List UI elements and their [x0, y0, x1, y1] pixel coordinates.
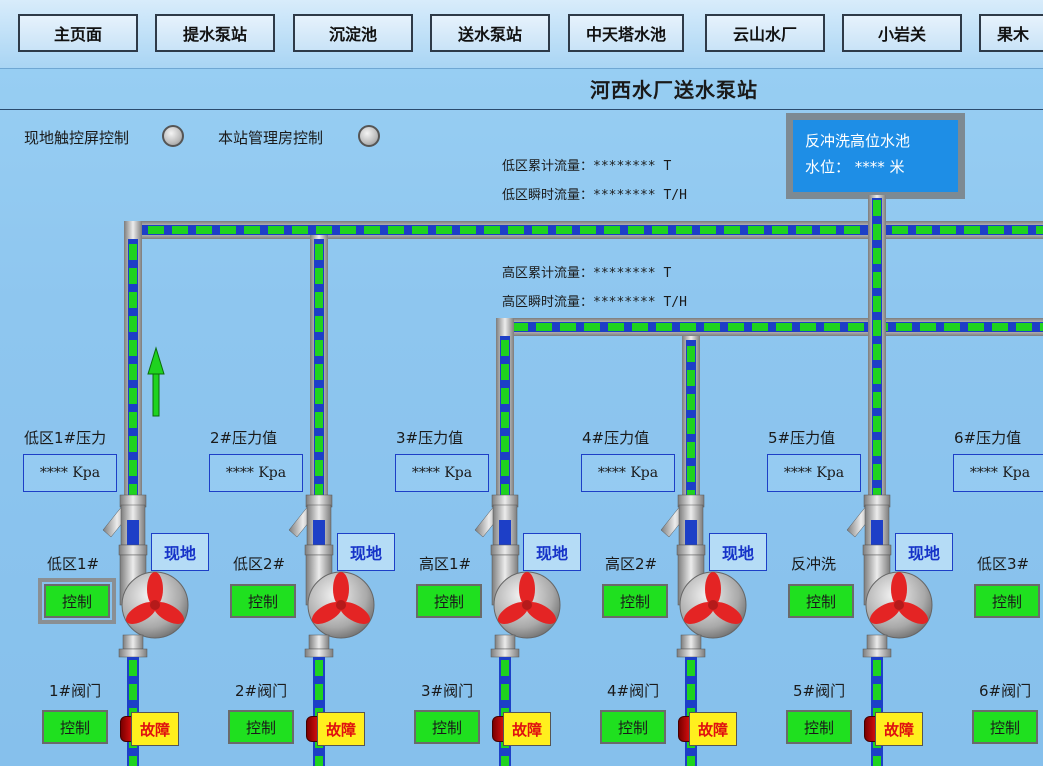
valve-control-button-3[interactable]: 控制	[414, 710, 480, 744]
low-zone-header-pipe	[124, 221, 1043, 239]
nav-yunshan-plant-button[interactable]: 云山水厂	[705, 14, 825, 52]
pressure-value-4: **** Kpa	[581, 454, 675, 492]
pressure-value-6: **** Kpa	[953, 454, 1043, 492]
high-zone-header-pipe	[496, 318, 1043, 336]
nav-xiaoyanguan-button[interactable]: 小岩关	[842, 14, 962, 52]
pump-name-4: 高区2#	[605, 555, 658, 573]
nav-zhongtian-tank-button[interactable]: 中天塔水池	[568, 14, 684, 52]
mgmt-room-indicator	[358, 125, 380, 147]
local-mode-badge-1: 现地	[151, 533, 209, 571]
valve-label-6: 6#阀门	[979, 682, 1032, 700]
pressure-label-6: 6#压力值	[954, 429, 1022, 447]
local-touch-indicator	[162, 125, 184, 147]
pump-name-1: 低区1#	[47, 555, 100, 573]
local-mode-badge-3: 现地	[523, 533, 581, 571]
fault-indicator-3: 故障	[503, 712, 551, 746]
nav-intake-pump-button[interactable]: 提水泵站	[155, 14, 275, 52]
local-mode-badge-5: 现地	[895, 533, 953, 571]
nav-delivery-pump-button[interactable]: 送水泵站	[430, 14, 550, 52]
pump-control-button-2[interactable]: 控制	[230, 584, 296, 618]
title-bar	[0, 68, 1043, 110]
page-title: 河西水厂送水泵站	[590, 78, 758, 102]
nav-bar: 主页面 提水泵站 沉淀池 送水泵站 中天塔水池 云山水厂 小岩关 果木	[0, 0, 1043, 69]
pump-control-button-1[interactable]: 控制	[38, 578, 116, 624]
fault-indicator-1: 故障	[131, 712, 179, 746]
valve-control-button-4[interactable]: 控制	[600, 710, 666, 744]
pump-control-button-6[interactable]: 控制	[974, 584, 1040, 618]
mgmt-room-label: 本站管理房控制	[218, 129, 324, 147]
pressure-value-1: **** Kpa	[23, 454, 117, 492]
pressure-label-1: 低区1#压力	[24, 429, 107, 447]
pressure-label-5: 5#压力值	[768, 429, 836, 447]
valve-label-2: 2#阀门	[235, 682, 288, 700]
pressure-value-2: **** Kpa	[209, 454, 303, 492]
pressure-label-2: 2#压力值	[210, 429, 278, 447]
flow-direction-arrow	[147, 346, 165, 417]
tank-name: 反冲洗高位水池	[805, 132, 911, 150]
pump-name-3: 高区1#	[419, 555, 472, 573]
backwash-tank: 反冲洗高位水池 水位： **** 米	[786, 113, 965, 199]
nav-guomu-button[interactable]: 果木	[979, 14, 1043, 52]
valve-control-button-1[interactable]: 控制	[42, 710, 108, 744]
pump-control-button-5[interactable]: 控制	[788, 584, 854, 618]
pump-name-6: 低区3#	[977, 555, 1030, 573]
pump-control-button-3[interactable]: 控制	[416, 584, 482, 618]
valve-label-3: 3#阀门	[421, 682, 474, 700]
nav-home-button[interactable]: 主页面	[18, 14, 138, 52]
tank-level: 水位： **** 米	[805, 158, 905, 176]
local-mode-badge-2: 现地	[337, 533, 395, 571]
high-zone-total-flow: 高区累计流量：******** T	[502, 266, 672, 281]
valve-control-button-6[interactable]: 控制	[972, 710, 1038, 744]
valve-control-button-5[interactable]: 控制	[786, 710, 852, 744]
low-zone-instant-flow: 低区瞬时流量：******** T/H	[502, 188, 687, 203]
valve-control-button-2[interactable]: 控制	[228, 710, 294, 744]
pressure-value-3: **** Kpa	[395, 454, 489, 492]
high-zone-instant-flow: 高区瞬时流量：******** T/H	[502, 295, 687, 310]
fault-indicator-4: 故障	[689, 712, 737, 746]
pressure-value-5: **** Kpa	[767, 454, 861, 492]
fault-indicator-5: 故障	[875, 712, 923, 746]
nav-sedimentation-button[interactable]: 沉淀池	[293, 14, 413, 52]
pump-name-2: 低区2#	[233, 555, 286, 573]
valve-label-4: 4#阀门	[607, 682, 660, 700]
pressure-label-3: 3#压力值	[396, 429, 464, 447]
valve-label-5: 5#阀门	[793, 682, 846, 700]
pump-control-button-4[interactable]: 控制	[602, 584, 668, 618]
local-mode-badge-4: 现地	[709, 533, 767, 571]
low-zone-total-flow: 低区累计流量：******** T	[502, 159, 672, 174]
pressure-label-4: 4#压力值	[582, 429, 650, 447]
local-touch-label: 现地触控屏控制	[24, 129, 130, 147]
pump-name-5: 反冲洗	[791, 555, 837, 573]
fault-indicator-2: 故障	[317, 712, 365, 746]
valve-label-1: 1#阀门	[49, 682, 102, 700]
